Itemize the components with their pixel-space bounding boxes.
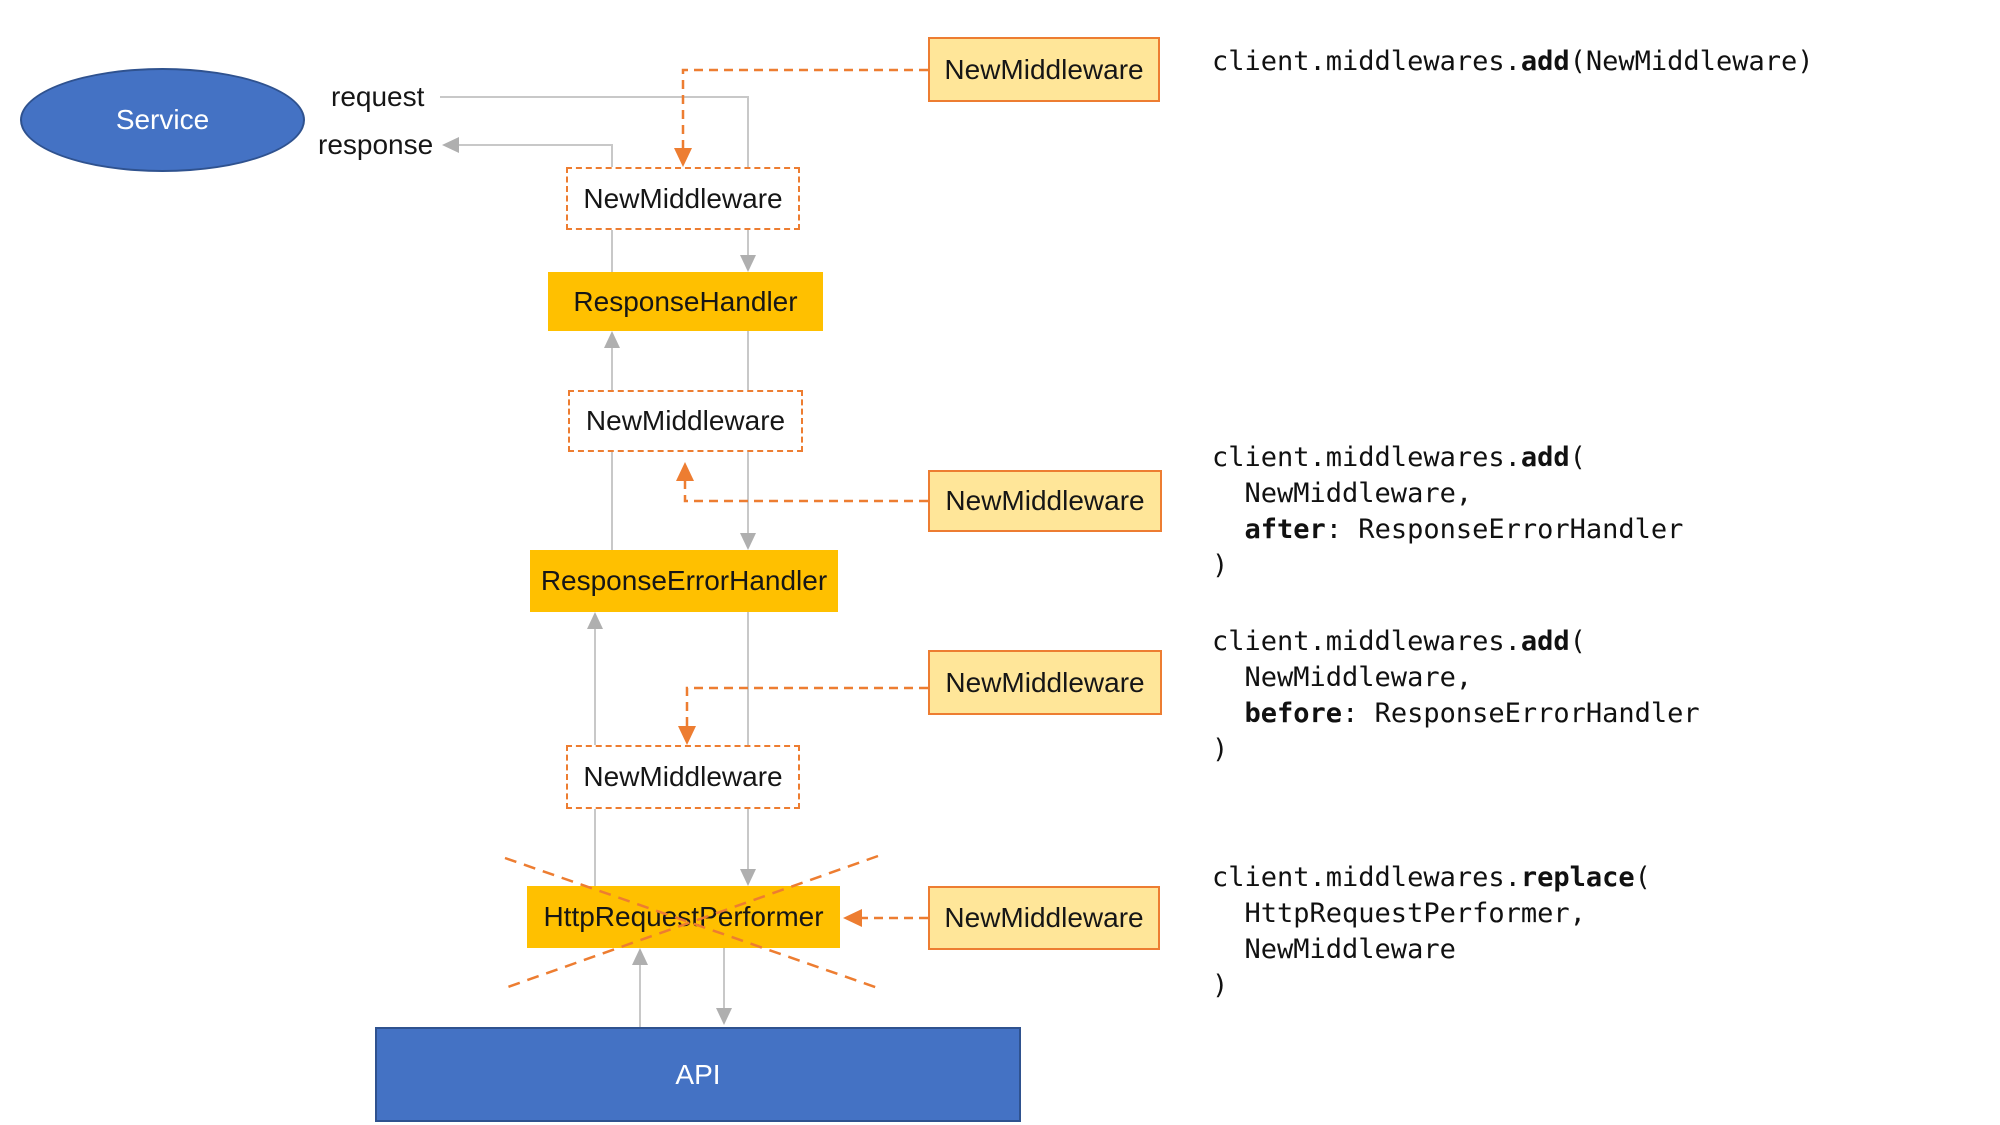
side-new-middleware-4: NewMiddleware [928,886,1160,950]
api-label: API [675,1058,721,1090]
code-line: NewMiddleware, [1212,476,1683,512]
chain-response-error-handler-label: ResponseErrorHandler [540,565,828,596]
side-new-middleware-1-label: NewMiddleware [944,53,1144,85]
code-text: client.middlewares. [1212,626,1521,657]
chain-response-handler: ResponseHandler [548,272,823,331]
code-text: ( [1569,442,1586,473]
chain-new-middleware-bottom-label: NewMiddleware [583,761,783,792]
code-keyword: add [1520,442,1570,473]
code-text: ) [1212,734,1229,765]
code-keyword: replace [1520,862,1635,893]
side-new-middleware-2-label: NewMiddleware [945,485,1145,516]
code-keyword: after [1244,514,1326,545]
code-block-add: client.middlewares.add(NewMiddleware) [1212,44,1813,80]
code-text: client.middlewares. [1212,442,1521,473]
code-line: client.middlewares.add( [1212,440,1683,476]
side-new-middleware-3-label: NewMiddleware [945,666,1145,698]
code-keyword: add [1520,46,1570,77]
response-label: response [318,129,434,160]
code-text: ( [1569,626,1586,657]
insert-connector-1 [681,68,928,150]
cross-diagonal-2 [504,854,879,990]
response-arrowheads [442,137,648,965]
code-keyword: before [1244,698,1343,729]
code-keyword: add [1520,626,1570,657]
cross-diagonal-1 [504,856,879,990]
chain-response-handler-label: ResponseHandler [573,285,798,317]
arrow-up-icon [587,612,603,629]
service-node: Service [20,68,305,172]
code-text: NewMiddleware [1212,934,1456,965]
side-new-middleware-4-label: NewMiddleware [944,902,1144,933]
code-line: client.middlewares.add( [1212,624,1700,660]
arrow-down-icon [740,533,756,550]
chain-http-request-performer-label: HttpRequestPerformer [543,901,824,932]
request-arrowheads [716,255,756,1025]
chain-new-middleware-top: NewMiddleware [566,167,800,230]
side-new-middleware-1: NewMiddleware [928,37,1160,102]
side-new-middleware-2: NewMiddleware [928,470,1162,532]
arrow-left-icon [843,909,862,927]
code-block-add-before: client.middlewares.add( NewMiddleware, b… [1212,624,1700,768]
replace-cross-icon [504,854,879,990]
code-text: : ResponseErrorHandler [1325,514,1684,545]
code-line: ) [1212,732,1700,768]
code-line: NewMiddleware, [1212,660,1700,696]
code-text: ( [1634,862,1651,893]
code-text: : ResponseErrorHandler [1342,698,1700,729]
code-text: client.middlewares. [1212,46,1521,77]
code-line: ) [1212,968,1651,1004]
insert-arrowheads [674,148,862,927]
code-line: before: ResponseErrorHandler [1212,696,1700,732]
arrow-up-icon [676,462,694,481]
service-label: Service [115,104,210,135]
insert-connector-3 [685,686,928,728]
api-node: API [375,1027,1021,1122]
insert-connector-2 [683,479,928,503]
side-new-middleware-3: NewMiddleware [928,650,1162,715]
code-line: HttpRequestPerformer, [1212,896,1651,932]
arrow-up-icon [632,948,648,965]
chain-new-middleware-mid: NewMiddleware [568,390,803,452]
chain-http-request-performer: HttpRequestPerformer [527,886,840,948]
chain-response-error-handler: ResponseErrorHandler [530,550,838,612]
code-line: client.middlewares.add(NewMiddleware) [1212,44,1813,80]
arrow-down-icon [740,869,756,886]
code-line: client.middlewares.replace( [1212,860,1651,896]
code-text: NewMiddleware, [1212,662,1473,693]
code-line: after: ResponseErrorHandler [1212,512,1684,548]
code-line: ) [1212,548,1683,584]
arrow-left-icon [442,137,459,153]
arrow-down-icon [740,255,756,272]
insert-connectors [681,68,928,920]
code-text: ) [1212,970,1229,1001]
arrow-down-icon [716,1008,732,1025]
chain-new-middleware-mid-label: NewMiddleware [585,405,786,436]
chain-new-middleware-bottom: NewMiddleware [566,745,800,809]
chain-new-middleware-top-label: NewMiddleware [583,182,783,214]
arrow-down-icon [678,726,696,745]
code-text: HttpRequestPerformer, [1212,898,1586,929]
code-text: (NewMiddleware) [1569,46,1814,77]
arrow-down-icon [674,148,692,167]
code-block-replace: client.middlewares.replace( HttpRequestP… [1212,860,1651,1004]
code-block-add-after: client.middlewares.add( NewMiddleware, a… [1212,440,1683,584]
code-line: NewMiddleware [1212,932,1651,968]
code-text: ) [1212,550,1229,581]
code-text: client.middlewares. [1212,862,1521,893]
code-text: NewMiddleware, [1212,478,1473,509]
request-label: request [331,81,425,112]
arrow-up-icon [604,331,620,348]
